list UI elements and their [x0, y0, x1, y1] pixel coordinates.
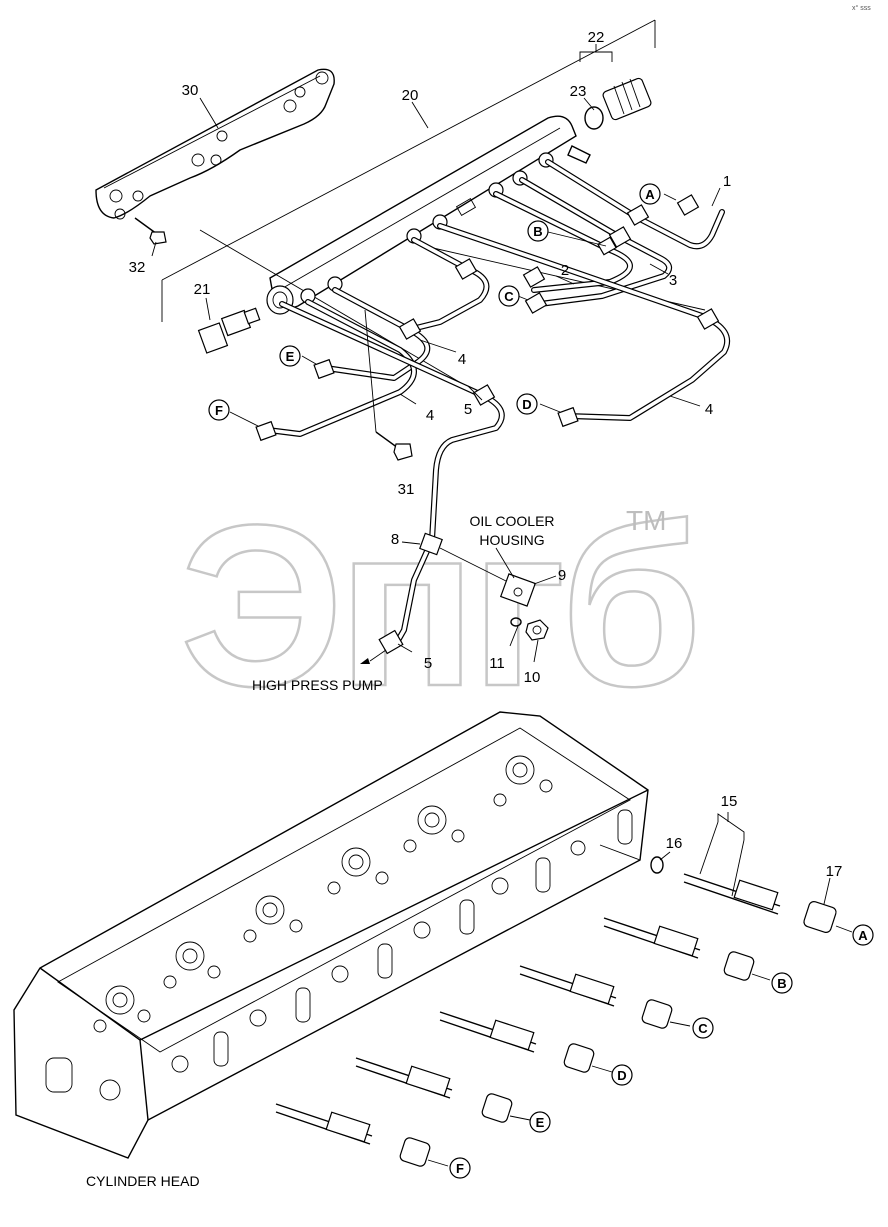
part-number-22: 22	[588, 29, 605, 46]
bolt-32	[134, 217, 167, 245]
marker-top-d: D	[522, 397, 531, 412]
bracket-30	[95, 68, 335, 220]
oil-cooler-label-line2: HOUSING	[479, 532, 544, 548]
injector-pipes	[255, 159, 731, 655]
marker-bot-d: D	[617, 1068, 626, 1083]
marker-top-e: E	[286, 349, 295, 364]
marker-bot-b: B	[777, 976, 786, 991]
watermark: Эпгб TM	[179, 476, 704, 736]
part-number-4-right: 4	[705, 401, 713, 418]
oil-cooler-label-line1: OIL COOLER	[469, 513, 554, 529]
bolt-31	[364, 309, 413, 461]
part-number-5-lower: 5	[424, 655, 432, 672]
part-number-20: 20	[402, 87, 419, 104]
connector-22	[584, 77, 652, 130]
marker-bot-c: C	[698, 1021, 708, 1036]
part-number-5-upper: 5	[464, 401, 472, 418]
part-number-3: 3	[669, 272, 677, 289]
cylinder-head	[13, 711, 649, 1159]
reference-lines	[161, 19, 706, 861]
marker-top-b: B	[533, 224, 542, 239]
marker-bot-a: A	[858, 928, 868, 943]
marker-top-c: C	[504, 289, 514, 304]
marker-bot-f: F	[456, 1161, 464, 1176]
part-number-labels: 30 20 22 23 1 2 3 32 21 4 4 4 5 31 8 9 1…	[129, 29, 843, 880]
high-press-pump-label: HIGH PRESS PUMP	[252, 677, 383, 693]
part-number-16: 16	[666, 835, 683, 852]
part-number-32: 32	[129, 259, 146, 276]
part-number-4-middle: 4	[426, 407, 434, 424]
injector-tubes	[275, 856, 837, 1167]
cylinder-head-label: CYLINDER HEAD	[86, 1173, 200, 1189]
part-number-23: 23	[570, 83, 587, 100]
part-number-8: 8	[391, 531, 399, 548]
watermark-text: Эпгб	[180, 477, 696, 734]
leader-lines	[151, 44, 853, 1167]
corner-mark: x° sss	[852, 4, 871, 12]
part-number-31: 31	[398, 481, 415, 498]
fittings-8-11	[360, 532, 549, 664]
part-number-17: 17	[826, 863, 843, 880]
part-number-10: 10	[524, 669, 541, 686]
part-number-15: 15	[721, 793, 738, 810]
trademark-text: TM	[626, 505, 666, 536]
part-number-11: 11	[489, 655, 505, 672]
marker-top-a: A	[645, 187, 655, 202]
part-number-4-upper: 4	[458, 351, 466, 368]
part-number-2: 2	[561, 262, 569, 279]
pressure-sensor-21	[197, 307, 261, 354]
text-callouts: OIL COOLER HOUSING HIGH PRESS PUMP CYLIN…	[86, 513, 555, 1189]
connection-markers: A B C D E F A B C D E F	[208, 183, 874, 1179]
part-number-30: 30	[182, 82, 199, 99]
fuel-rail-20	[266, 115, 591, 315]
marker-bot-e: E	[536, 1115, 545, 1130]
part-number-21: 21	[194, 281, 211, 298]
part-number-1: 1	[723, 173, 731, 190]
marker-top-f: F	[215, 403, 223, 418]
part-number-9: 9	[558, 567, 566, 584]
